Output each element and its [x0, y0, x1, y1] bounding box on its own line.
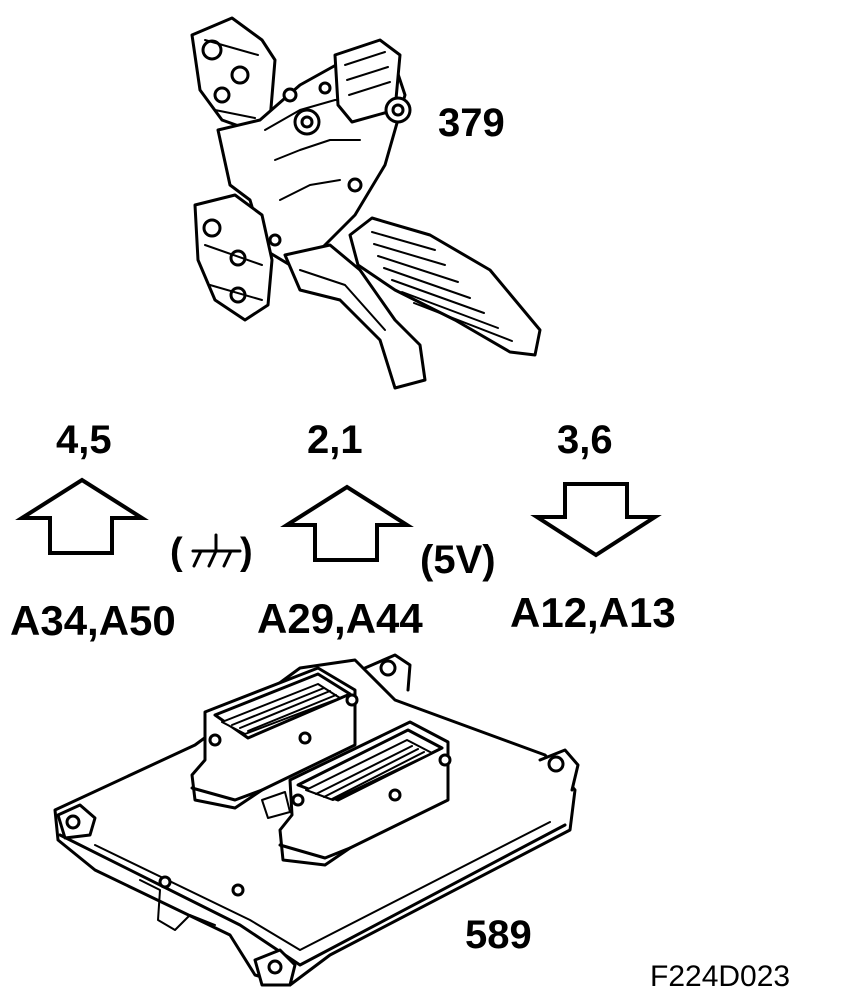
- signal-1-pins: 4,5: [56, 418, 112, 462]
- voltage-annotation: (5V): [420, 538, 496, 582]
- signal-3-pins: 3,6: [557, 418, 613, 462]
- ground-paren-open: (: [170, 531, 183, 573]
- signal-2-pins: 2,1: [307, 418, 363, 462]
- ground-paren-close: ): [240, 531, 253, 573]
- accelerator-pedal-drawing: [190, 16, 542, 390]
- ground-icon: [191, 533, 242, 568]
- pedal-label: 379: [438, 101, 505, 145]
- arrow-up-icon: [280, 484, 414, 562]
- signal-1-connector: A34,A50: [10, 597, 176, 644]
- figure-id: F224D023: [650, 960, 791, 993]
- arrow-down-icon: [530, 482, 662, 558]
- signal-2-connector: A29,A44: [257, 595, 423, 642]
- arrow-up-icon: [15, 477, 149, 555]
- signal-3-connector: A12,A13: [510, 589, 676, 636]
- ecu-module-drawing: [53, 653, 580, 987]
- ecu-label: 589: [465, 913, 532, 957]
